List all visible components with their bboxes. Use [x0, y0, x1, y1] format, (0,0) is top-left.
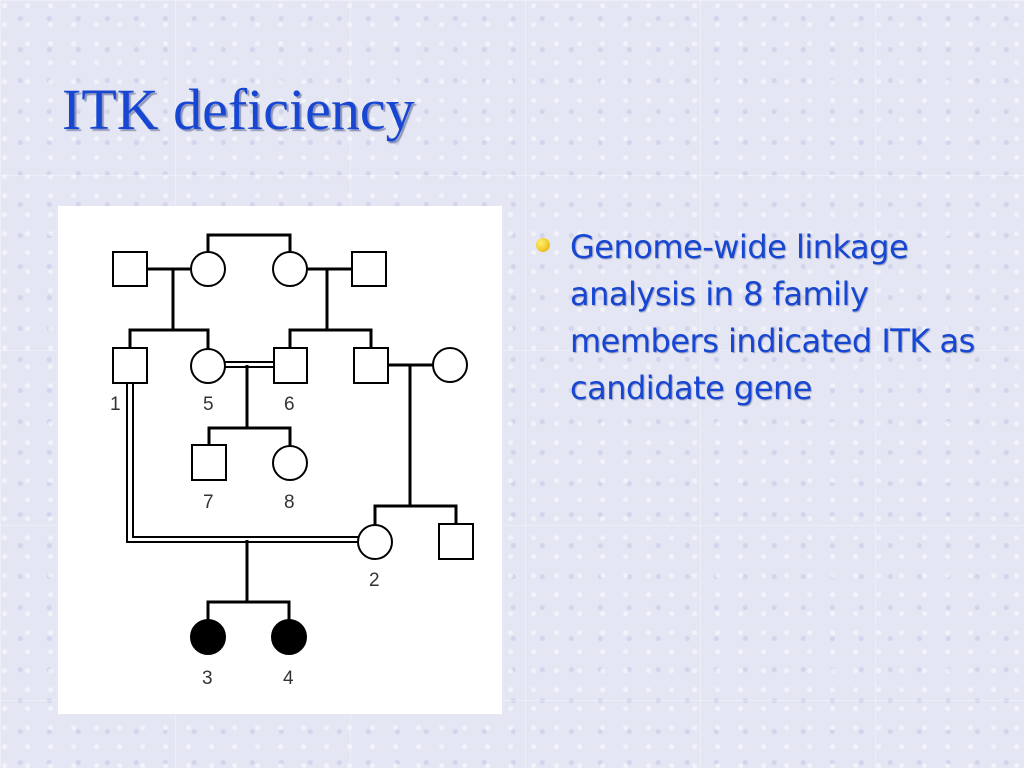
consanguineous-line-5-6	[225, 361, 274, 368]
pedigree-individual-4	[271, 619, 307, 655]
pedigree-label-6: 6	[284, 394, 295, 415]
sibship-line-left	[128, 328, 210, 349]
pedigree-individual-5	[190, 348, 226, 384]
pedigree-figure: 1 5 6 7 8 2 3 4	[58, 206, 502, 714]
consanguineous-line-1-2	[126, 383, 358, 543]
sibship-line-right	[288, 328, 373, 348]
sibship-line-2	[373, 504, 458, 525]
bullet-dot-icon	[536, 238, 550, 252]
sibship-line-7-8	[207, 426, 292, 446]
pedigree-individual-3	[190, 619, 226, 655]
pedigree-label-8: 8	[284, 492, 295, 513]
sibship-line-gen1	[206, 233, 292, 253]
pedigree-label-1: 1	[110, 394, 121, 415]
pedigree-individual-7	[191, 444, 227, 481]
pedigree-label-5: 5	[203, 394, 214, 415]
pedigree-individual-1	[112, 347, 148, 384]
pedigree-male-gen2-right	[353, 347, 389, 384]
pedigree-male-gen3-right	[438, 523, 474, 560]
sibship-line-3-4	[206, 600, 291, 620]
pedigree-label-2: 2	[369, 570, 380, 591]
slide-title: ITK deficiency	[62, 77, 415, 142]
bullet-list: Genome-wide linkage analysis in 8 family…	[536, 224, 976, 412]
pedigree-label-3: 3	[202, 668, 213, 689]
pedigree-label-4: 4	[283, 668, 294, 689]
pedigree-chart: 1 5 6 7 8 2 3 4	[110, 233, 474, 689]
pedigree-label-7: 7	[203, 492, 214, 513]
bullet-item: Genome-wide linkage analysis in 8 family…	[536, 224, 976, 412]
pedigree-individual-6	[273, 347, 308, 384]
bullet-text: Genome-wide linkage analysis in 8 family…	[570, 228, 975, 407]
pedigree-female-gen1-left	[190, 251, 226, 287]
pedigree-female-gen1-right	[272, 251, 308, 287]
pedigree-female-gen2-right	[432, 347, 468, 383]
pedigree-individual-8	[272, 445, 308, 481]
pedigree-male-gen1-right	[351, 251, 387, 287]
pedigree-male-gen1-left	[112, 251, 148, 287]
pedigree-individual-2	[357, 524, 393, 560]
